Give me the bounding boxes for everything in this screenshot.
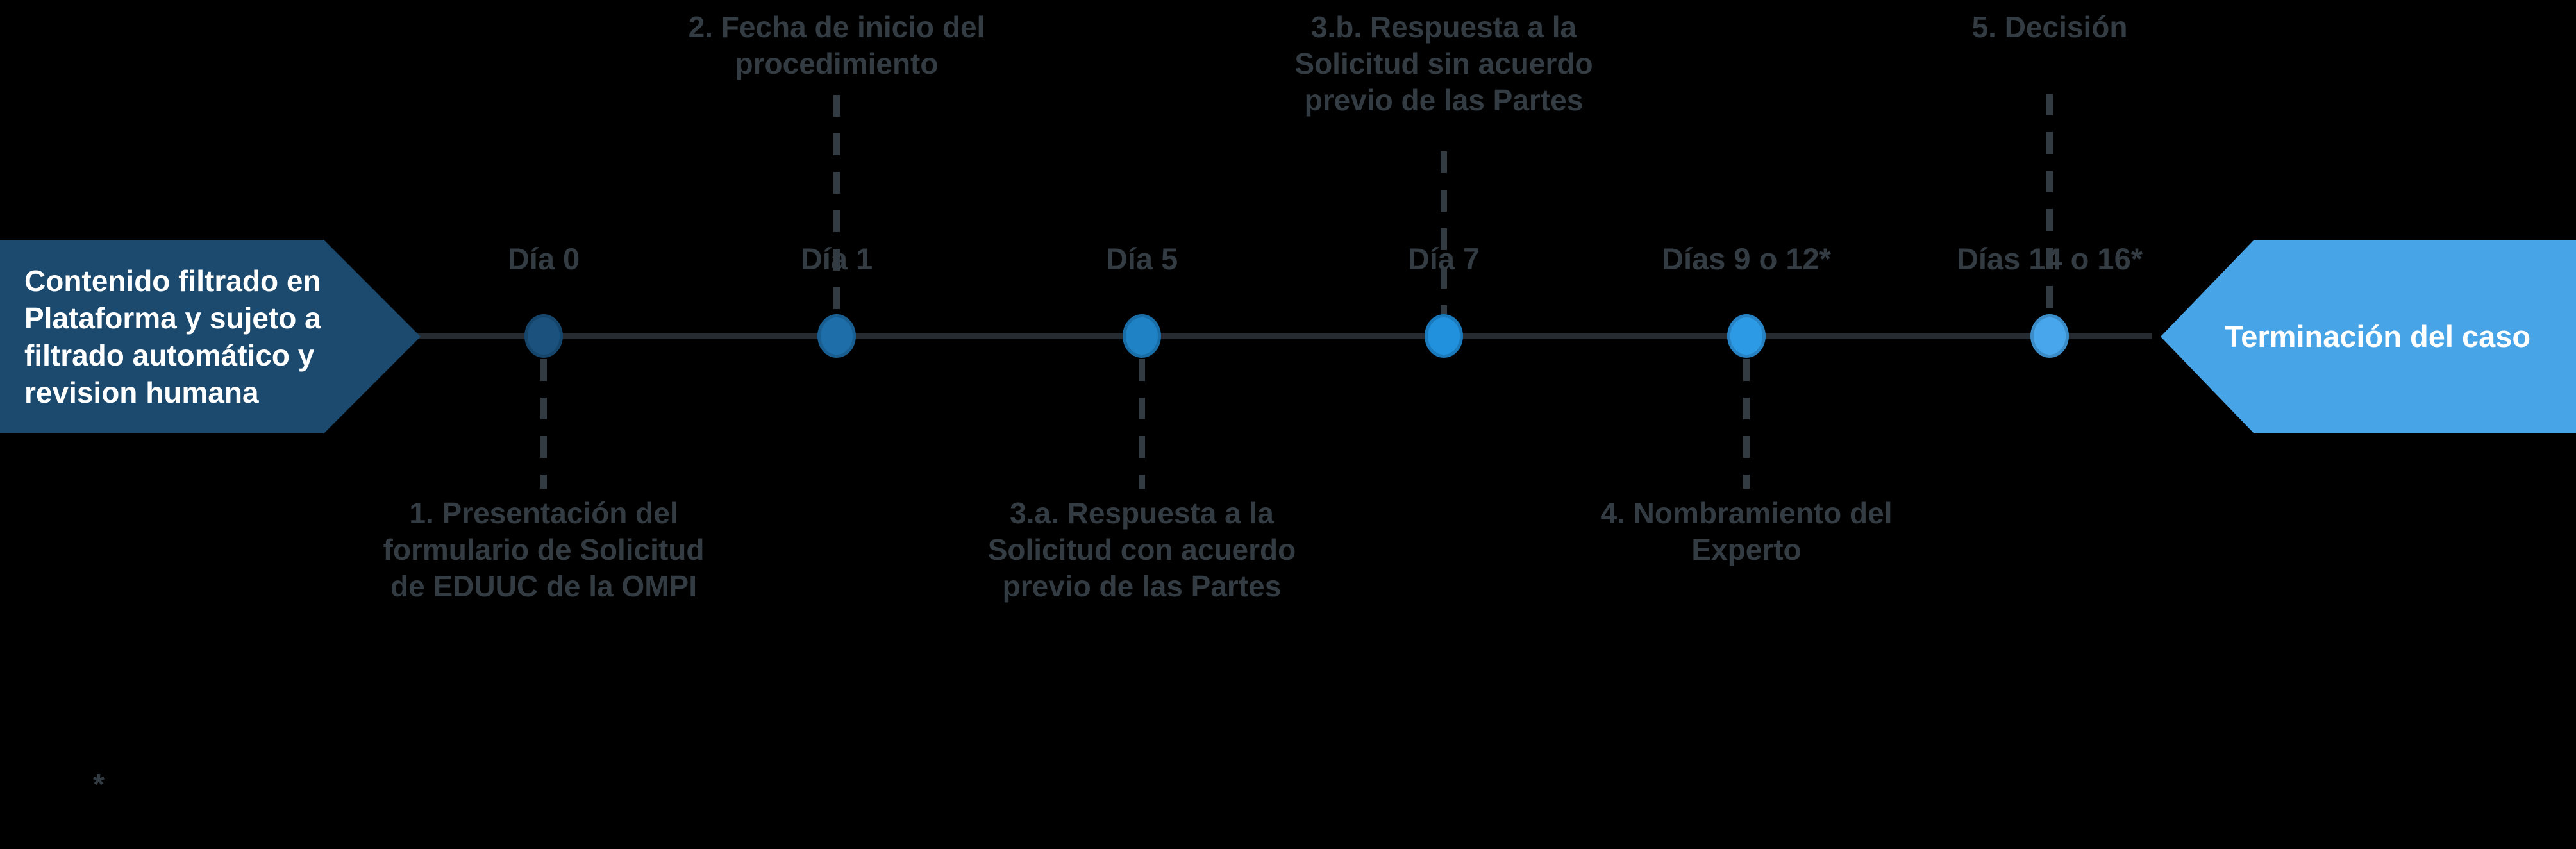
end-banner: Terminación del caso (2161, 240, 2576, 433)
event-connector (1441, 151, 1447, 314)
start-banner: Contenido filtrado en Plataforma y sujet… (0, 240, 421, 433)
day-label: Día 0 (507, 242, 580, 276)
event-connector (1139, 359, 1145, 489)
event-label: 3.a. Respuesta a la Solicitud con acuerd… (987, 496, 1296, 603)
timeline-dot (1123, 314, 1161, 358)
event-label: 5. Decisión (1971, 10, 2128, 44)
day-label: Días 14 o 16* (1956, 242, 2143, 276)
event-connector (540, 359, 547, 489)
timeline-dot (1425, 314, 1463, 358)
event-label: 2. Fecha de inicio del procedimiento (688, 10, 985, 80)
event-label: 1. Presentación del formulario de Solici… (383, 496, 705, 603)
timeline-dot (817, 314, 856, 358)
event-connector (833, 95, 840, 314)
event-connector (1743, 359, 1750, 489)
event-label: 3.b. Respuesta a la Solicitud sin acuerd… (1294, 10, 1593, 117)
day-label: Día 5 (1105, 242, 1178, 276)
footnote-asterisk: * (93, 768, 105, 801)
timeline-dot (2030, 314, 2069, 358)
start-banner-label: Contenido filtrado en Plataforma y sujet… (24, 264, 321, 409)
end-banner-label: Terminación del caso (2225, 319, 2531, 353)
timeline-dot (1727, 314, 1766, 358)
event-label: 4. Nombramiento del Experto (1600, 496, 1893, 566)
timeline-dot (524, 314, 563, 358)
day-label: Día 7 (1407, 242, 1480, 276)
event-connector (2046, 94, 2053, 314)
timeline-line (417, 333, 2152, 339)
day-label: Día 1 (800, 242, 873, 276)
day-label: Días 9 o 12* (1662, 242, 1831, 276)
